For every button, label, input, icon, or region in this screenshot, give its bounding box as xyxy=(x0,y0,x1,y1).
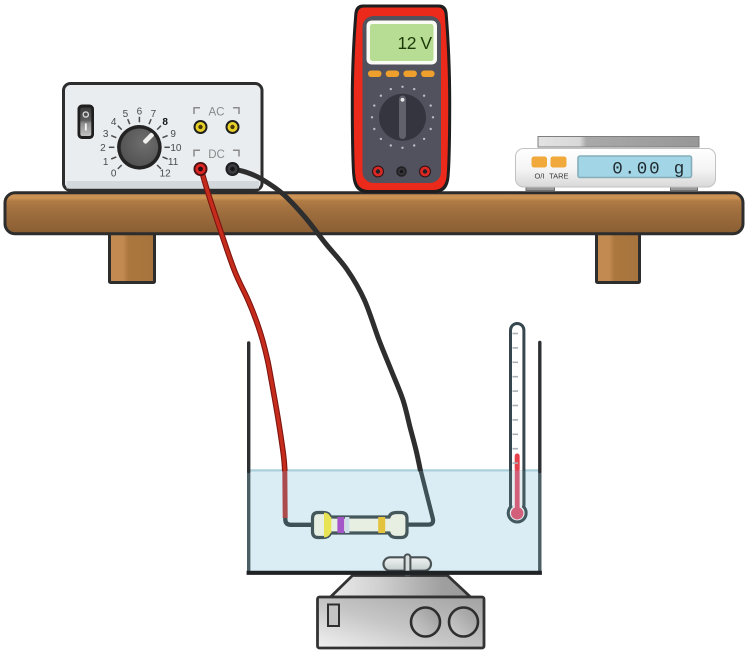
svg-text:9: 9 xyxy=(170,129,176,140)
svg-text:3: 3 xyxy=(103,129,109,140)
svg-text:TARE: TARE xyxy=(549,172,568,181)
svg-text:12 V: 12 V xyxy=(398,33,433,53)
svg-text:DC: DC xyxy=(208,149,225,161)
svg-text:0: 0 xyxy=(111,169,117,180)
svg-text:8: 8 xyxy=(162,117,168,128)
svg-text:2: 2 xyxy=(100,143,106,154)
svg-text:4: 4 xyxy=(111,117,117,128)
svg-text:7: 7 xyxy=(151,109,157,120)
svg-text:11: 11 xyxy=(168,157,179,168)
svg-text:AC: AC xyxy=(209,107,225,119)
svg-text:6: 6 xyxy=(137,106,143,117)
svg-text:10: 10 xyxy=(170,143,182,154)
svg-text:0.00 g: 0.00 g xyxy=(612,160,686,180)
svg-text:12: 12 xyxy=(160,169,172,180)
svg-text:O/I: O/I xyxy=(534,172,544,181)
svg-text:5: 5 xyxy=(123,109,129,120)
svg-text:1: 1 xyxy=(103,157,109,168)
